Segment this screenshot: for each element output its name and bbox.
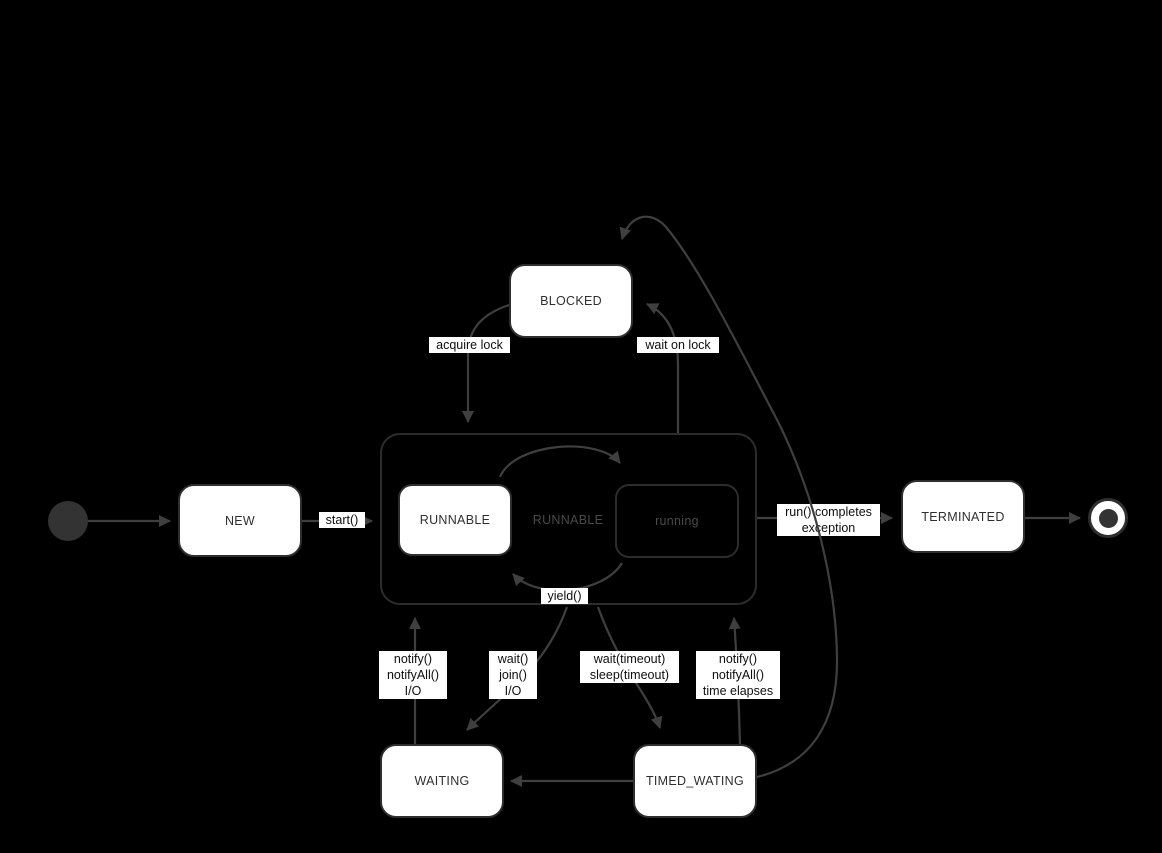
edge-label-wait-on-lock: wait on lock [637, 337, 719, 353]
edge-label-line: join() [499, 668, 527, 682]
edge-label-wait-sleep-timeout: wait(timeout) sleep(timeout) [580, 651, 679, 683]
state-runnable-composite-label: RUNNABLE [532, 513, 604, 527]
edge-label-line: I/O [404, 684, 422, 698]
edge-label-line: sleep(timeout) [589, 668, 670, 682]
edge-label-run-completes: run() completes exception [777, 504, 880, 536]
state-runnable-inner: RUNNABLE [398, 484, 512, 556]
edge-label-line: notifyAll() [386, 668, 440, 682]
edge-label-start: start() [319, 512, 365, 528]
edge-label-yield: yield() [541, 588, 588, 604]
state-waiting-label: WAITING [414, 774, 470, 788]
final-state-inner-dot [1098, 508, 1118, 528]
state-terminated: TERMINATED [901, 480, 1025, 553]
edge-label-line: exception [801, 521, 856, 535]
state-waiting: WAITING [380, 744, 504, 818]
edge-label-line: notify() [718, 652, 758, 666]
state-timed-wating: TIMED_WATING [633, 744, 757, 818]
edge-label-wait-join-io: wait() join() I/O [489, 651, 537, 699]
state-running: running [615, 484, 739, 558]
edge-label-line: wait(timeout) [593, 652, 666, 666]
final-state-node [1088, 498, 1128, 538]
state-new-label: NEW [224, 513, 256, 528]
edge-label-acquire-lock: acquire lock [429, 337, 510, 353]
state-blocked: BLOCKED [509, 264, 633, 338]
edge-label-line: time elapses [702, 684, 774, 698]
initial-state-node [48, 501, 88, 541]
edge-label-notify-time-elapses: notify() notifyAll() time elapses [696, 651, 780, 699]
edge-label-notify-io: notify() notifyAll() I/O [379, 651, 447, 699]
edge-label-line: run() completes [785, 505, 872, 519]
state-running-label: running [655, 514, 699, 528]
state-blocked-label: BLOCKED [540, 294, 602, 308]
edge-runnable-to-blocked [646, 303, 680, 433]
edge-label-line: wait() [497, 652, 529, 666]
edge-blocked-to-runnable [462, 303, 510, 423]
state-new: NEW [178, 484, 302, 557]
edge-label-line: notify() [393, 652, 433, 666]
state-terminated-label: TERMINATED [921, 509, 1005, 524]
edge-label-line: notifyAll() [711, 668, 765, 682]
edge-label-line: I/O [504, 684, 522, 698]
state-timed-wating-label: TIMED_WATING [645, 774, 745, 788]
state-runnable-inner-label: RUNNABLE [419, 513, 491, 527]
